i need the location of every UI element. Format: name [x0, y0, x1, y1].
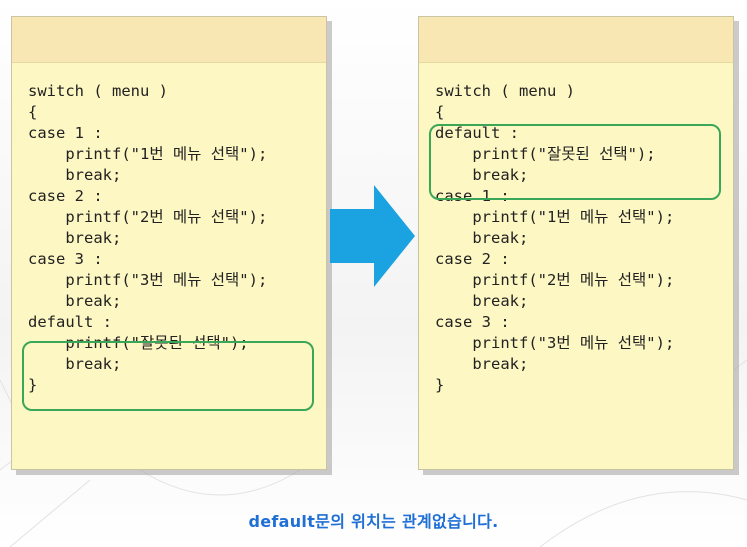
- left-panel-header: [12, 17, 326, 63]
- code-line: }: [435, 376, 445, 394]
- code-line: break;: [28, 166, 122, 184]
- code-line: switch ( menu ): [435, 82, 575, 100]
- code-line: printf("잘못된 선택");: [435, 145, 656, 163]
- code-line: break;: [28, 355, 122, 373]
- left-code-block: switch ( menu ) { case 1 : printf("1번 메뉴…: [12, 17, 326, 469]
- code-line: printf("1번 메뉴 선택");: [435, 208, 675, 226]
- caption-text: default문의 위치는 관계없습니다.: [248, 512, 499, 531]
- code-line: printf("3번 메뉴 선택");: [435, 334, 675, 352]
- code-line: printf("3번 메뉴 선택");: [28, 271, 268, 289]
- code-line: break;: [435, 166, 529, 184]
- code-line: {: [28, 103, 38, 121]
- right-code-panel: switch ( menu ) { default : printf("잘못된 …: [418, 16, 734, 470]
- right-code-block: switch ( menu ) { default : printf("잘못된 …: [419, 17, 733, 469]
- code-line: case 3 :: [28, 250, 103, 268]
- code-line: break;: [28, 292, 122, 310]
- code-line: printf("2번 메뉴 선택");: [435, 271, 675, 289]
- right-panel-header: [419, 17, 733, 63]
- code-line: break;: [435, 292, 529, 310]
- code-line: switch ( menu ): [28, 82, 168, 100]
- code-line: case 1 :: [435, 187, 510, 205]
- code-line: case 1 :: [28, 124, 103, 142]
- default-highlight-box: [22, 341, 314, 411]
- code-line: case 3 :: [435, 313, 510, 331]
- code-line: break;: [435, 229, 529, 247]
- code-line: }: [28, 376, 38, 394]
- code-line: break;: [435, 355, 529, 373]
- default-highlight-box: [429, 124, 721, 200]
- code-line: default :: [28, 313, 112, 331]
- code-line: case 2 :: [435, 250, 510, 268]
- left-code-panel: switch ( menu ) { case 1 : printf("1번 메뉴…: [11, 16, 327, 470]
- code-line: {: [435, 103, 445, 121]
- code-line: break;: [28, 229, 122, 247]
- code-line: printf("잘못된 선택");: [28, 334, 249, 352]
- code-line: printf("2번 메뉴 선택");: [28, 208, 268, 226]
- code-line: printf("1번 메뉴 선택");: [28, 145, 268, 163]
- right-arrow-icon: [330, 185, 415, 287]
- code-line: case 2 :: [28, 187, 103, 205]
- code-line: default :: [435, 124, 519, 142]
